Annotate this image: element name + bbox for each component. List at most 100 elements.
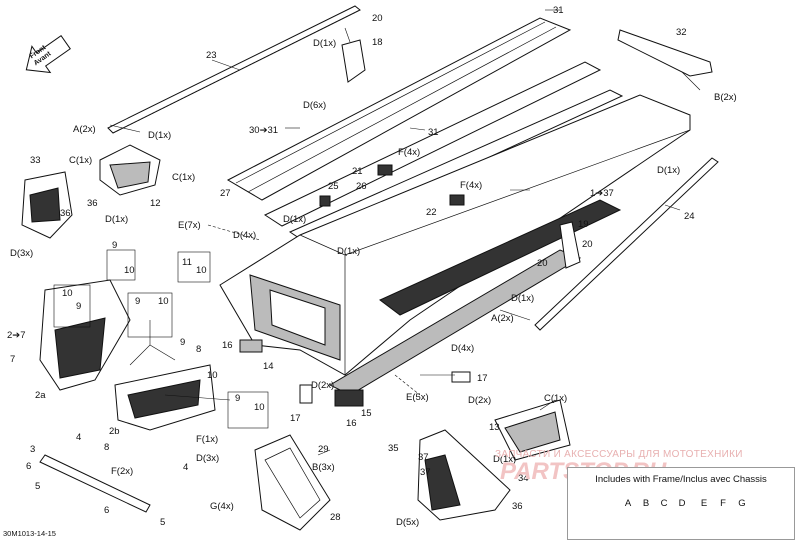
callout-label: F(2x) (111, 466, 133, 477)
callout-label: 24 (684, 211, 695, 222)
figure-code: 30M1013-14-15 (3, 529, 56, 538)
callout-label: 36 (512, 501, 523, 512)
callout-label: 23 (206, 50, 217, 61)
leader-lines (109, 9, 701, 456)
callout-label: 9 (180, 337, 185, 348)
callout-label: D(1x) (148, 130, 171, 141)
callout-label: 37 (420, 467, 431, 478)
callout-label: D(2x) (311, 380, 334, 391)
bracket-33 (21, 171, 73, 239)
callout-label: 20 (582, 239, 593, 250)
rear-bracket-37 (417, 429, 511, 521)
callout-label: 10 (62, 288, 73, 299)
callout-label: 32 (676, 27, 687, 38)
callout-label: 10 (207, 370, 218, 381)
bracket-32 (617, 29, 713, 77)
callout-label: D(1x) (511, 293, 534, 304)
callout-label: D(5x) (396, 517, 419, 528)
callout-label: 35 (388, 443, 399, 454)
bumper-3 (39, 454, 151, 513)
legend-letter: A (624, 498, 632, 509)
callout-label: 8 (196, 344, 201, 355)
callout-label: 6 (104, 505, 109, 516)
callout-label: D(1x) (283, 214, 306, 225)
front-arrow (25, 34, 71, 74)
callout-label: 10 (254, 402, 265, 413)
callout-label: E(7x) (178, 220, 201, 231)
callout-label: 26 (356, 181, 367, 192)
callout-label: 17 (290, 413, 301, 424)
rail-24 (534, 157, 719, 331)
callout-label: E(5x) (406, 392, 429, 403)
callout-label: D(4x) (233, 230, 256, 241)
callout-label: D(4x) (451, 343, 474, 354)
callout-label: D(2x) (468, 395, 491, 406)
callout-label: D(1x) (105, 214, 128, 225)
cover-12 (99, 144, 161, 196)
callout-label: 10 (124, 265, 135, 276)
callout-label: 12 (150, 198, 161, 209)
tunnel-body (219, 94, 691, 396)
legend-letter: G (738, 498, 746, 509)
small-parts (53, 164, 471, 429)
callout-label: 11 (182, 257, 192, 268)
callout-label: D(1x) (337, 246, 360, 257)
callout-label: C(1x) (172, 172, 195, 183)
callout-label: 31 (553, 5, 564, 16)
callout-label: 6 (26, 461, 31, 472)
callout-label: 21 (352, 166, 363, 177)
callout-label: 5 (160, 517, 165, 528)
callout-label: F(4x) (460, 180, 482, 191)
hardware-legend: Includes with Frame/Inclus avec Chassis … (567, 467, 795, 540)
callout-label: 37 (418, 452, 429, 463)
legend-letter: F (720, 498, 726, 509)
callout-label: 30➔31 (249, 125, 278, 136)
callout-label: 27 (220, 188, 231, 199)
legend-letter: E (700, 498, 708, 509)
callout-label: A(2x) (491, 313, 514, 324)
callout-label: 28 (330, 512, 341, 523)
callout-label: 22 (426, 207, 437, 218)
callout-label: A(2x) (73, 124, 96, 135)
callout-label: 13 (489, 422, 500, 433)
callout-label: B(2x) (714, 92, 737, 103)
callout-label: 20 (372, 13, 383, 24)
callout-label: B(3x) (312, 462, 335, 473)
callout-label: 20 (537, 258, 548, 269)
callout-label: 3 (30, 444, 35, 455)
callout-label: 31 (428, 127, 439, 138)
bracket-18 (341, 39, 366, 83)
callout-label: 19 (578, 219, 589, 230)
callout-label: 2a (35, 390, 46, 401)
callout-label: F(1x) (196, 434, 218, 445)
callout-label: 4 (183, 462, 188, 473)
callout-label: D(6x) (303, 100, 326, 111)
callout-label: D(3x) (196, 453, 219, 464)
callout-label: D(3x) (10, 248, 33, 259)
callout-label: 10 (196, 265, 207, 276)
callout-label: 16 (346, 418, 357, 429)
callout-label: 29 (318, 444, 329, 455)
callout-label: 8 (104, 442, 109, 453)
callout-label: 25 (328, 181, 339, 192)
callout-label: 5 (35, 481, 40, 492)
callout-label: D(1x) (493, 454, 516, 465)
callout-label: 9 (235, 393, 240, 404)
callout-label: 9 (135, 296, 140, 307)
callout-label: 4 (76, 432, 81, 443)
callout-label: 1➔37 (590, 188, 614, 199)
heat-exchanger-28 (254, 434, 331, 531)
rail-23 (107, 5, 361, 134)
legend-title: Includes with Frame/Inclus avec Chassis (595, 474, 767, 485)
callout-label: 18 (372, 37, 383, 48)
callout-label: 9 (112, 240, 117, 251)
callout-label: 2➔7 (7, 330, 26, 341)
callout-label: C(1x) (69, 155, 92, 166)
front-frame-2a (39, 279, 131, 391)
callout-label: 15 (361, 408, 372, 419)
legend-letter: C (660, 498, 668, 509)
callout-label: 9 (76, 301, 81, 312)
bracket-13 (494, 399, 571, 461)
